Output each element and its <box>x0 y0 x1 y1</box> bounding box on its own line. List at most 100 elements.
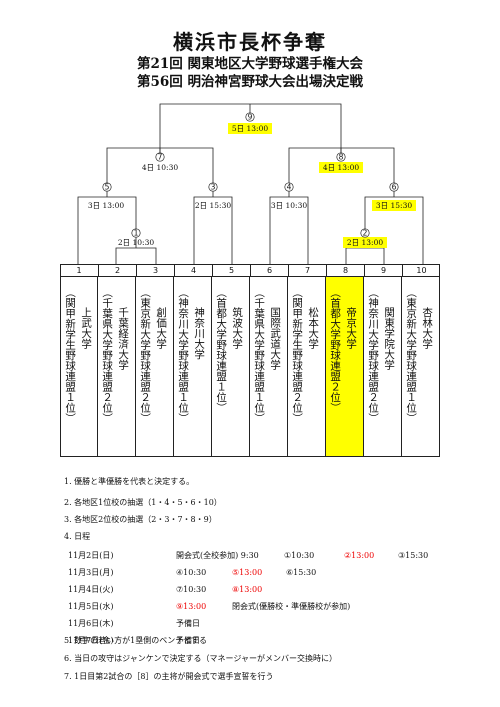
team-name: 創価大学 <box>155 307 168 349</box>
team-number: 2 <box>98 264 136 277</box>
match-number-circle <box>102 182 112 192</box>
match-number: 7 <box>158 153 163 162</box>
team-league: （東京新大学野球連盟１位） <box>405 287 418 424</box>
match-highlight <box>343 237 387 248</box>
team-cell: （東京新大学野球連盟２位）創価大学 <box>136 277 174 457</box>
match-highlight <box>319 162 363 173</box>
schedule-item: ④10:30 <box>176 568 207 577</box>
schedule-date: 11月2日(日) <box>68 551 114 560</box>
schedule-item: ⑨13:00 <box>176 602 207 611</box>
team-name: 松本大学 <box>307 307 320 349</box>
team-cell: （首都大学野球連盟２位）帝京大学 <box>326 277 364 457</box>
team-cell: （関甲新学生野球連盟１位）上武大学 <box>60 277 98 457</box>
team-name: 上武大学 <box>80 307 93 349</box>
subtitle-championship: 第21回 関東地区大学野球選手権大会 <box>137 56 363 72</box>
team-cell: （神奈川大学野球連盟１位）神奈川大学 <box>174 277 212 457</box>
match-time: 2日 15:30 <box>195 201 231 210</box>
team-name: 関東学院大学 <box>383 307 396 370</box>
schedule-item: 予備日 <box>176 636 200 645</box>
team-cell: （関甲新学生野球連盟２位）松本大学 <box>288 277 326 457</box>
team-cell: （首都大学野球連盟１位）筑波大学 <box>212 277 250 457</box>
match-number: 9 <box>248 113 253 122</box>
team-number: 8 <box>326 264 364 277</box>
match-6: 6 3日 15:30 <box>372 182 416 211</box>
match-number-circle <box>389 182 399 192</box>
team-league: （千葉県大学野球連盟２位） <box>101 287 114 424</box>
match-time: 4日 10:30 <box>142 163 178 172</box>
team-number: 6 <box>250 264 288 277</box>
schedule-date: 11月3日(月) <box>68 568 114 577</box>
team-number: 4 <box>174 264 212 277</box>
tournament-bracket: 12日 10:30 22日 13:00 3 2日 15:30 43日 10:30 5 3日 … <box>77 103 424 264</box>
note-7: 7. 1日目第2試合の［8］の主将が開会式で選手宣誓を行う <box>64 672 274 681</box>
schedule-date: 11月4日(火) <box>68 585 114 594</box>
match-number-circle <box>336 152 346 162</box>
schedule-date: 11月6日(木) <box>68 619 114 628</box>
team-name: 筑波大学 <box>231 307 244 349</box>
schedule-date: 11月7日(金) <box>68 636 114 645</box>
match-2: 22日 13:00 <box>343 228 387 248</box>
team-league: （首都大学野球連盟１位） <box>215 287 228 413</box>
match-time: 5日 13:00 <box>232 124 268 133</box>
team-cell: （神奈川大学野球連盟２位）関東学院大学 <box>364 277 402 457</box>
note-6: 6. 当日の攻守はジャンケンで決定する（マネージャーがメンバー交換時に） <box>64 654 337 663</box>
schedule-item: ⑤13:00 <box>232 568 263 577</box>
team-cell: （東京新大学野球連盟１位）杏林大学 <box>402 277 440 457</box>
team-league: （関甲新学生野球連盟１位） <box>64 287 77 424</box>
team-league: （東京新大学野球連盟２位） <box>139 287 152 424</box>
match-time: 3日 10:30 <box>271 201 307 210</box>
match-number: 8 <box>339 153 344 162</box>
match-number: 6 <box>392 183 397 192</box>
team-number: 1 <box>76 266 82 275</box>
team-league: （関甲新学生野球連盟２位） <box>291 287 304 424</box>
note-3: 3. 各地区2位校の抽選（2・3・7・8・9） <box>64 515 217 524</box>
match-number-circle <box>360 228 370 238</box>
match-time: 3日 13:00 <box>88 201 124 210</box>
match-1: 12日 10:30 <box>118 228 154 247</box>
note-2: 2. 各地区1位校の抽選（1・4・5・6・10） <box>64 498 222 507</box>
match-number-circle <box>284 182 294 192</box>
schedule-item: ⑧13:00 <box>232 585 263 594</box>
match-time: 3日 15:30 <box>376 201 412 210</box>
match-5: 5 3日 13:00 <box>88 182 124 210</box>
subtitle-jingu-qualifier: 第56回 明治神宮野球大会出場決定戦 <box>137 74 363 90</box>
match-highlight <box>228 123 272 134</box>
schedule-item: 開会式(全校参加) 9:30 <box>176 551 259 560</box>
team-number: 3 <box>136 264 174 277</box>
match-3: 3 2日 15:30 <box>195 182 231 210</box>
team-number: 9 <box>364 264 402 277</box>
team-league: （千葉県大学野球連盟１位） <box>253 287 266 424</box>
schedule-item: 閉会式(優勝校・準優勝校が参加) <box>232 602 351 611</box>
schedule-item: ③15:30 <box>398 551 429 560</box>
team-name: 帝京大学 <box>345 307 358 349</box>
match-7: 74日 10:30 <box>142 152 178 172</box>
schedule-item: 予備日 <box>176 619 200 628</box>
team-cell: （千葉県大学野球連盟１位）国際武道大学 <box>250 277 288 457</box>
note-4: 4. 日程 <box>64 532 91 541</box>
team-name: 国際武道大学 <box>269 307 282 370</box>
match-time: 2日 13:00 <box>347 238 383 247</box>
match-number: 3 <box>211 183 216 192</box>
match-number: 2 <box>363 229 368 238</box>
match-number: 1 <box>134 229 139 238</box>
schedule-item: ①10:30 <box>284 551 315 560</box>
match-highlight <box>372 200 416 211</box>
match-number-circle <box>208 182 218 192</box>
team-league: （神奈川大学野球連盟１位） <box>177 287 190 424</box>
match-number-circle <box>245 112 255 122</box>
match-4: 43日 10:30 <box>271 182 307 210</box>
match-9: 9 5日 13:00 <box>228 112 272 134</box>
match-number: 5 <box>105 183 110 192</box>
schedule-item: ⑥15:30 <box>286 568 317 577</box>
note-5: 5. 数字の若い方が1塁側のベンチとする <box>64 636 208 645</box>
team-number: 7 <box>288 264 326 277</box>
team-number: 10 <box>402 264 440 277</box>
schedule-item: ②13:00 <box>344 551 375 560</box>
schedule-date: 11月5日(水) <box>68 602 114 611</box>
match-number-circle <box>155 152 165 162</box>
team-name: 千葉経済大学 <box>117 307 130 370</box>
page-title: 横浜市長杯争奪 <box>173 30 327 54</box>
team-number: 5 <box>212 264 250 277</box>
schedule-item: ⑦10:30 <box>176 585 207 594</box>
team-name: 神奈川大学 <box>193 307 206 360</box>
